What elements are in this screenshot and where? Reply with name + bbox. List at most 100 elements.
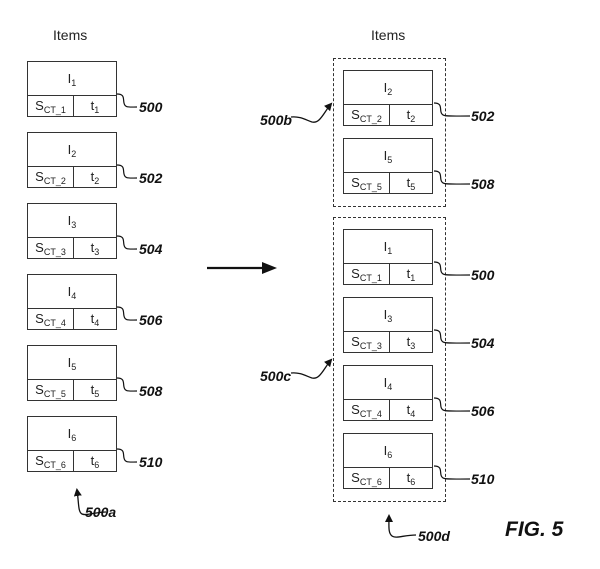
ref-label-500c: 500c: [260, 368, 292, 384]
ref-label-506: 506: [471, 403, 495, 419]
item-time: t3: [74, 237, 116, 258]
time-subscript: 4: [94, 318, 100, 328]
item-score: SCT_2: [28, 166, 74, 187]
item-letter: I: [383, 239, 388, 254]
leader-line-502: [116, 164, 138, 179]
item-subscript: 1: [71, 78, 77, 88]
item-time: t4: [74, 308, 116, 329]
leader-line-506: [433, 397, 471, 412]
time-subscript: 3: [94, 247, 100, 257]
score-letter: S: [351, 175, 360, 190]
item-identifier: I2: [28, 133, 116, 167]
item-letter: I: [67, 71, 72, 86]
leader-line-500: [116, 93, 138, 108]
leader-line-504: [116, 235, 138, 250]
time-subscript: 2: [410, 114, 416, 124]
leader-line-510: [116, 448, 138, 463]
item-score: SCT_3: [344, 331, 390, 352]
ref-label-508: 508: [139, 383, 163, 399]
time-letter: t: [90, 98, 95, 113]
item-subscript: 6: [71, 433, 77, 443]
item-subscript: 4: [387, 382, 393, 392]
score-letter: S: [35, 453, 44, 468]
item-letter: I: [67, 355, 72, 370]
item-identifier: I1: [28, 62, 116, 96]
item-identifier: I3: [344, 298, 432, 332]
item-score: SCT_5: [28, 379, 74, 400]
item-score: SCT_4: [344, 399, 390, 420]
arrow-500c: [290, 358, 333, 379]
time-letter: t: [90, 311, 95, 326]
item-letter: I: [383, 148, 388, 163]
ref-label-508: 508: [471, 176, 495, 192]
item-score: SCT_2: [344, 104, 390, 125]
score-letter: S: [351, 470, 360, 485]
item-time: t5: [74, 379, 116, 400]
item-subscript: 2: [71, 149, 77, 159]
score-letter: S: [351, 266, 360, 281]
time-subscript: 6: [94, 460, 100, 470]
ref-label-510: 510: [471, 471, 495, 487]
ref-label-504: 504: [471, 335, 495, 351]
figure-label: FIG. 5: [505, 518, 564, 541]
group-500c-boundary: [333, 217, 446, 502]
item-time: t6: [390, 467, 432, 488]
ref-label-504: 504: [139, 241, 163, 257]
score-letter: S: [351, 402, 360, 417]
time-letter: t: [90, 169, 95, 184]
score-letter: S: [35, 240, 44, 255]
item-identifier: I5: [28, 346, 116, 380]
time-letter: t: [90, 382, 95, 397]
item-identifier: I6: [344, 434, 432, 468]
item-subscript: 4: [71, 291, 77, 301]
score-letter: S: [35, 311, 44, 326]
item-letter: I: [67, 284, 72, 299]
item-score: SCT_6: [28, 450, 74, 471]
leader-line-510: [433, 465, 471, 480]
item-letter: I: [67, 213, 72, 228]
item-subscript: 1: [387, 246, 393, 256]
score-subscript: CT_6: [359, 477, 382, 487]
score-subscript: CT_2: [43, 176, 66, 186]
score-letter: S: [351, 334, 360, 349]
left-items-heading: Items: [53, 27, 88, 43]
right-arrow-icon: [207, 262, 277, 274]
item-identifier: I4: [344, 366, 432, 400]
score-subscript: CT_4: [359, 409, 382, 419]
item-time: t1: [390, 263, 432, 284]
item-subscript: 6: [387, 450, 393, 460]
score-subscript: CT_5: [359, 182, 382, 192]
arrow-500a: [73, 488, 107, 516]
time-subscript: 1: [94, 105, 100, 115]
score-subscript: CT_1: [43, 105, 66, 115]
time-letter: t: [406, 107, 411, 122]
score-subscript: CT_2: [359, 114, 382, 124]
ref-label-500: 500: [139, 99, 163, 115]
score-subscript: CT_1: [359, 273, 382, 283]
item-letter: I: [383, 375, 388, 390]
item-score: SCT_1: [344, 263, 390, 284]
item-time: t5: [390, 172, 432, 193]
item-time: t4: [390, 399, 432, 420]
item-subscript: 2: [387, 87, 393, 97]
arrow-500d: [384, 514, 417, 538]
item-subscript: 3: [71, 220, 77, 230]
score-subscript: CT_4: [43, 318, 66, 328]
item-subscript: 5: [71, 362, 77, 372]
item-time: t3: [390, 331, 432, 352]
time-subscript: 4: [410, 409, 416, 419]
time-letter: t: [406, 334, 411, 349]
item-score: SCT_4: [28, 308, 74, 329]
item-time: t2: [74, 166, 116, 187]
time-letter: t: [406, 266, 411, 281]
time-letter: t: [406, 402, 411, 417]
item-identifier: I1: [344, 230, 432, 264]
